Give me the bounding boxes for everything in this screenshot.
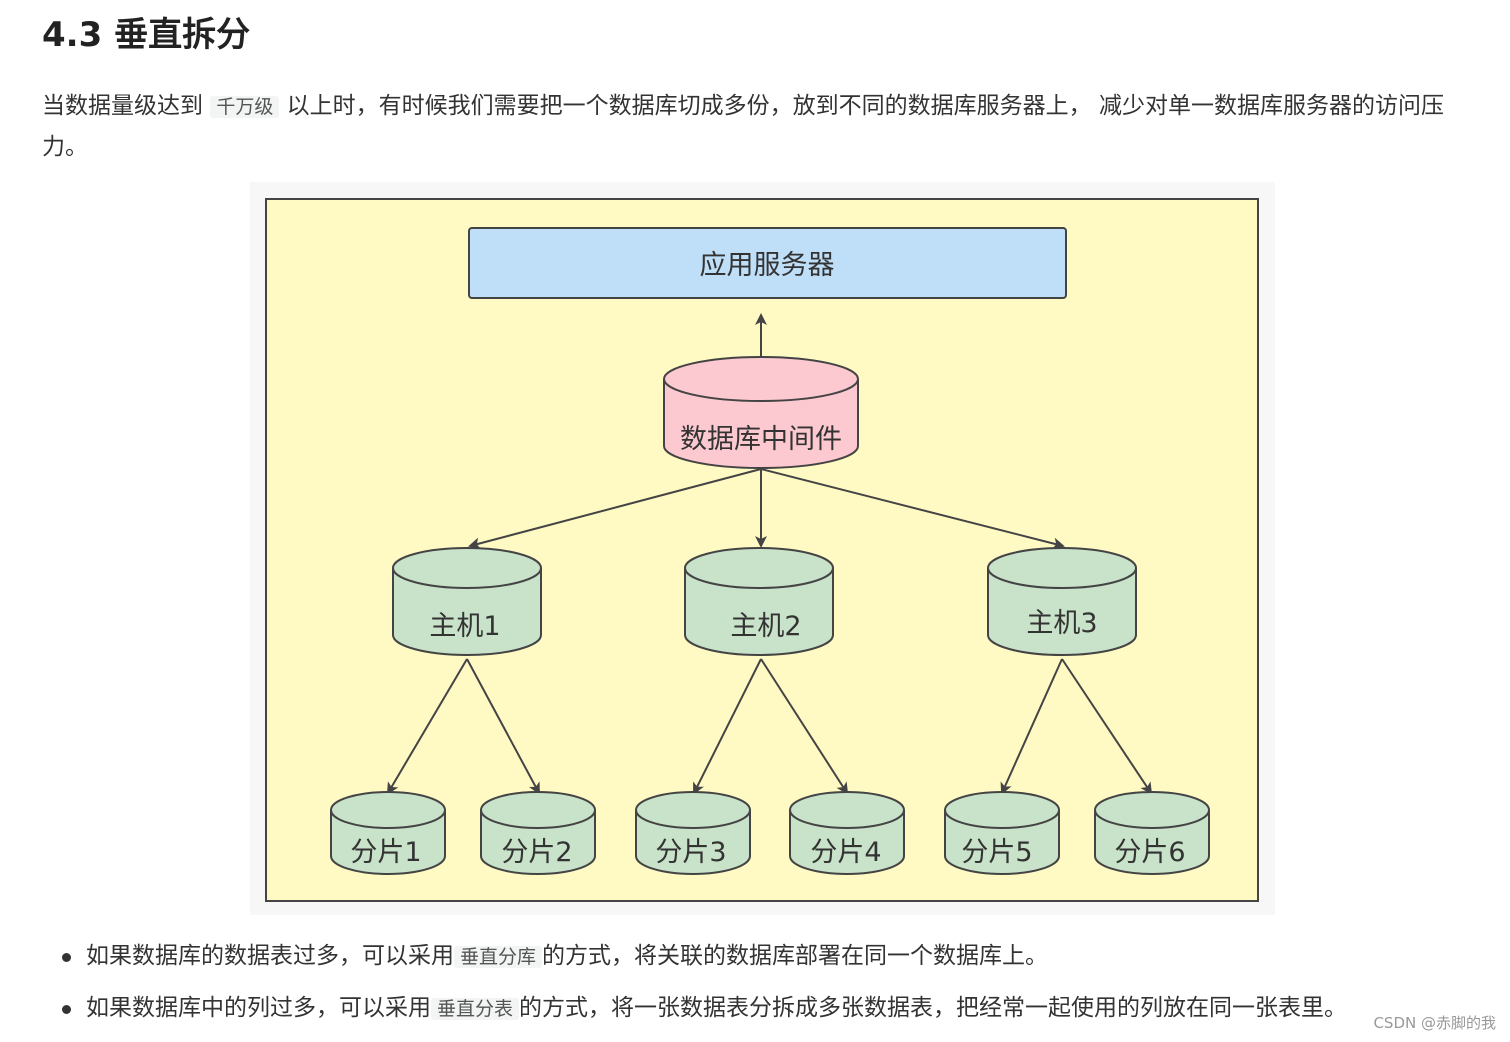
host-cylinder-3: 主机3: [987, 547, 1137, 656]
vertical-split-diagram: 应用服务器 数据库中间件 主机1: [250, 182, 1275, 915]
bullet-dot-icon: [62, 1005, 71, 1014]
shard-cylinder-6: 分片6: [1094, 791, 1210, 875]
shard-label-5: 分片5: [961, 837, 1032, 868]
shard-cylinder-4: 分片4: [789, 791, 905, 875]
inline-code-vertical-table: 垂直分表: [431, 998, 520, 1020]
bullet-text-2b: 的方式，将一张数据表分拆成多张数据表，把经常一起使用的列放在同一张表里。: [519, 995, 1348, 1021]
shard-cylinder-5: 分片5: [944, 791, 1060, 875]
bullet-item-1: 如果数据库的数据表过多，可以采用垂直分库的方式，将关联的数据库部署在同一个数据库…: [62, 934, 1502, 986]
shard-label-4: 分片4: [810, 837, 881, 868]
shard-cylinder-1: 分片1: [330, 791, 446, 875]
link-host3-shard5: [1000, 658, 1063, 795]
section-heading: 4.3 垂直拆分: [42, 15, 251, 55]
shard-cylinder-3: 分片3: [635, 791, 751, 875]
shard-cylinder-2: 分片2: [480, 791, 596, 875]
inline-code-vertical-db: 垂直分库: [454, 946, 543, 968]
intro-paragraph: 当数据量级达到 千万级 以上时，有时候我们需要把一个数据库切成多份，放到不同的数…: [42, 86, 1482, 167]
host-cylinder-1: 主机1: [392, 547, 542, 656]
bullet-text-1b: 的方式，将关联的数据库部署在同一个数据库上。: [542, 943, 1049, 969]
link-host1-shard1: [386, 658, 468, 795]
link-host2-shard3: [693, 658, 762, 795]
host-label-2: 主机2: [730, 611, 801, 642]
shard-label-2: 分片2: [501, 837, 572, 868]
shard-label-6: 分片6: [1114, 837, 1185, 868]
link-host2-shard4: [760, 658, 849, 795]
middleware-label: 数据库中间件: [680, 424, 842, 455]
bullet-item-2: 如果数据库中的列过多，可以采用垂直分表的方式，将一张数据表分拆成多张数据表，把经…: [62, 986, 1502, 1038]
shard-label-3: 分片3: [655, 837, 726, 868]
link-host1-shard2: [466, 658, 540, 795]
bullet-list: 如果数据库的数据表过多，可以采用垂直分库的方式，将关联的数据库部署在同一个数据库…: [62, 934, 1502, 1038]
bullet-dot-icon: [62, 953, 71, 962]
inline-code-qianwanji: 千万级: [210, 96, 280, 118]
intro-text-1: 当数据量级达到: [42, 93, 203, 119]
intro-text-2: 以上时，有时候我们需要把一个数据库切成多份，放到不同的数据库服务器上， 减少对单…: [42, 93, 1444, 160]
host-label-3: 主机3: [1026, 608, 1097, 639]
link-host3-shard6: [1061, 658, 1153, 795]
host-cylinder-2: 主机2: [684, 547, 834, 656]
host-label-1: 主机1: [429, 611, 500, 642]
bullet-text-1a: 如果数据库的数据表过多，可以采用: [86, 943, 454, 969]
app-server-label: 应用服务器: [700, 250, 835, 281]
middleware-cylinder: 数据库中间件: [663, 356, 859, 469]
diagram-svg: 应用服务器 数据库中间件 主机1: [265, 198, 1259, 902]
bullet-text-2a: 如果数据库中的列过多，可以采用: [86, 995, 431, 1021]
link-middleware-host1: [468, 468, 762, 550]
shard-label-1: 分片1: [350, 837, 421, 868]
app-server-box: [468, 227, 1067, 299]
csdn-watermark: CSDN @赤脚的我: [1373, 1014, 1496, 1032]
link-middleware-host3: [760, 468, 1065, 550]
